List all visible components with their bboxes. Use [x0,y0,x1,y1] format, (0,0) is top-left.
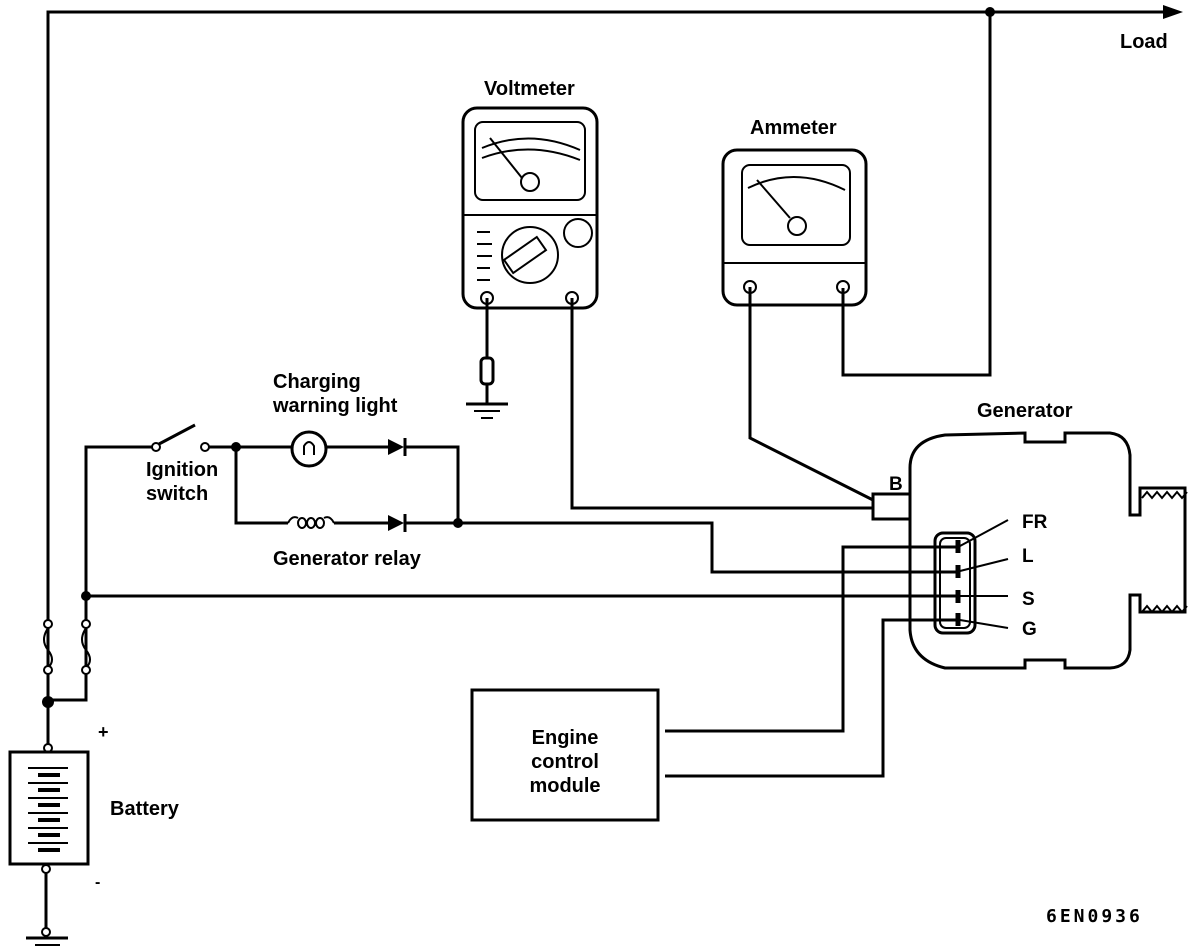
terminal-l-label: L [1022,546,1034,567]
battery-minus-label: - [95,874,100,891]
resistor-icon [479,356,495,386]
battery-label: Battery [110,798,180,820]
voltmeter-icon [461,106,599,310]
charging-light-label-line1: Charging [273,371,361,393]
ground-icon [466,402,508,419]
ground-icon [26,927,68,946]
warning-lamp-icon [290,430,328,468]
ecm-label-line2: control [531,751,599,773]
voltmeter-label: Voltmeter [484,78,575,100]
load-wire [46,5,1183,700]
terminal-fr-label: FR [1022,512,1048,533]
ignition-label-line2: switch [146,483,208,505]
load-label: Load [1120,31,1168,53]
battery-plus-label: + [98,722,109,742]
load-arrow-icon [1163,5,1183,19]
ecm-label-line3: module [529,775,600,797]
diode-icon [388,514,407,532]
battery-icon [8,743,90,874]
diode-icon [388,438,407,456]
figure-code: 6EN0936 [1046,906,1143,927]
ammeter-icon [721,148,868,307]
ignition-label-line1: Ignition [146,459,218,481]
generator-relay-label: Generator relay [273,548,422,570]
ignition-switch-icon [151,423,210,452]
ammeter-label: Ammeter [750,117,837,139]
relay-coil-icon [287,516,335,529]
terminal-g-label: G [1022,619,1037,640]
fuse-icon [43,619,53,675]
terminal-s-label: S [1022,589,1035,610]
engine-control-module-box [470,688,660,822]
ecm-label-line1: Engine [532,727,599,749]
terminal-b-label: B [889,474,903,495]
generator-label: Generator [977,400,1073,422]
charging-light-label-line2: warning light [272,395,398,417]
